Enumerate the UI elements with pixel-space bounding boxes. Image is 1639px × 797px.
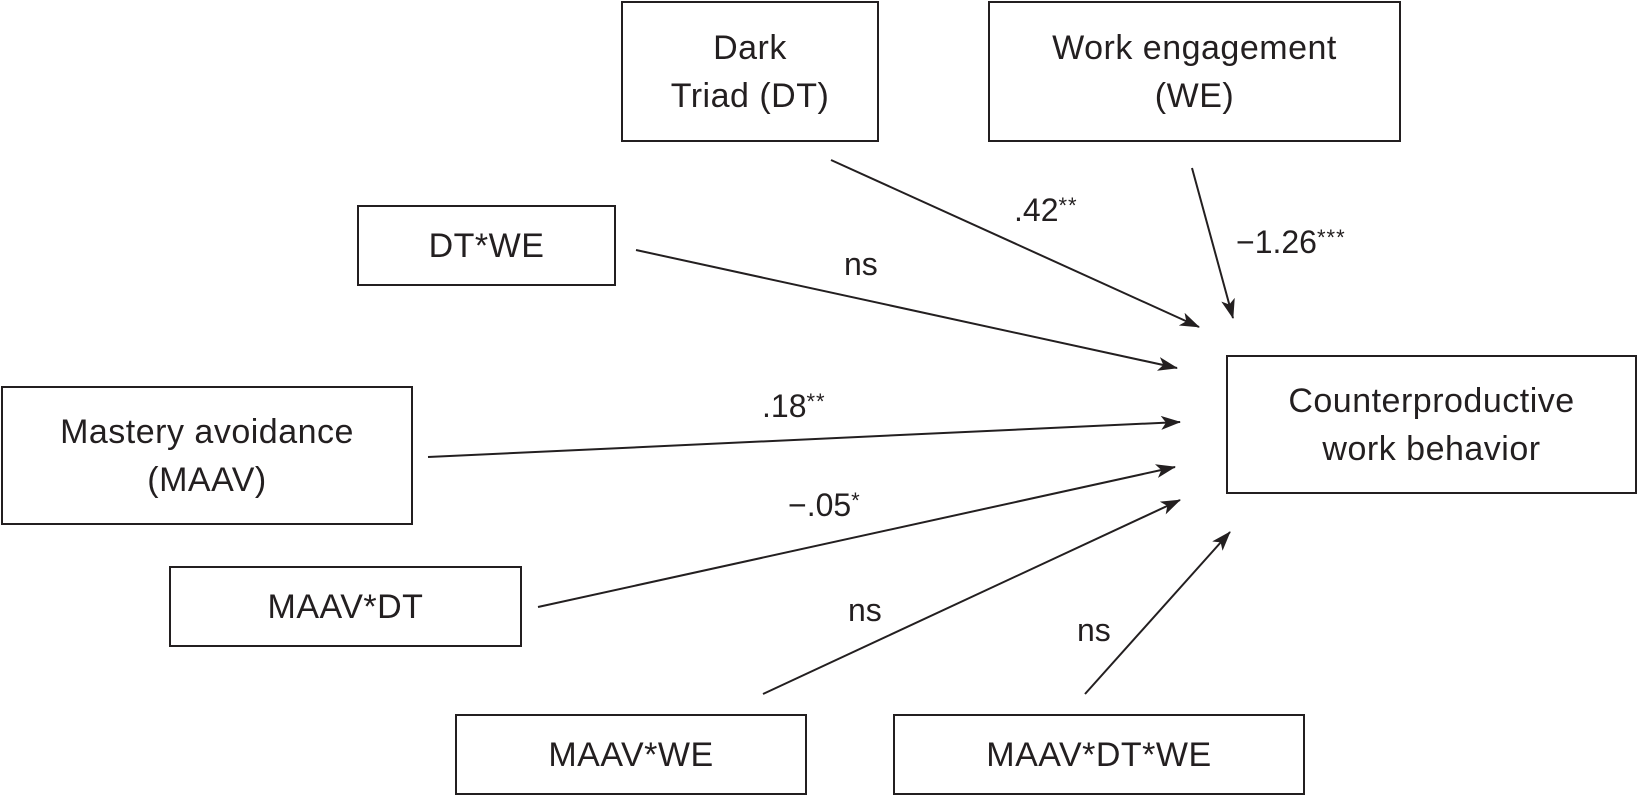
node-work-engagement-line-1: Work engagement	[1052, 28, 1337, 67]
sig-maavdt-cwb: *	[851, 488, 861, 513]
node-maav-dt-interaction: MAAV*DT	[169, 566, 522, 647]
edge-maavdt-cwb	[537, 464, 1176, 608]
coef-dtwe-cwb: ns	[844, 246, 878, 282]
node-dt-we-interaction: DT*WE	[357, 205, 616, 286]
edge-maavwe-cwb	[762, 499, 1181, 695]
node-cwb-line-1: Counterproductive	[1288, 381, 1575, 420]
sig-we-cwb: ***	[1316, 225, 1346, 250]
node-mastery-avoidance-line-2: (MAAV)	[147, 460, 267, 499]
edge-label-maavdtwe-cwb: ns	[1077, 612, 1111, 648]
edge-maav-cwb	[427, 415, 1181, 458]
node-dark-triad-line-2: Triad (DT)	[670, 76, 830, 115]
edge-label-maavdt-cwb: −.05*	[788, 487, 861, 523]
node-counterproductive-work-behavior: Counterproductive work behavior	[1226, 355, 1637, 494]
coef-maavdtwe-cwb: ns	[1077, 612, 1111, 648]
node-dt-we-interaction-label: DT*WE	[428, 226, 545, 265]
coef-maavdt-cwb: −.05	[788, 487, 852, 523]
coef-maavwe-cwb: ns	[848, 592, 882, 628]
edge-dt-cwb	[830, 159, 1200, 328]
edge-maavdtwe-cwb	[1084, 531, 1231, 695]
edge-label-dt-cwb: .42**	[1014, 192, 1078, 228]
node-dark-triad-line-1: Dark	[713, 28, 787, 67]
edge-label-maav-cwb: .18**	[762, 388, 826, 424]
sig-dt-cwb: **	[1058, 193, 1078, 218]
coef-dt-cwb: .42	[1014, 192, 1059, 228]
node-work-engagement-line-2: (WE)	[1154, 76, 1235, 115]
edge-dtwe-cwb	[635, 249, 1178, 371]
sig-maav-cwb: **	[806, 389, 826, 414]
node-maav-dt-interaction-label: MAAV*DT	[267, 587, 424, 626]
node-mastery-avoidance-line-1: Mastery avoidance	[60, 412, 354, 451]
edge-label-we-cwb: −1.26***	[1236, 224, 1346, 260]
node-maav-dt-we-interaction: MAAV*DT*WE	[893, 714, 1305, 795]
edge-label-dtwe-cwb: ns	[844, 246, 878, 282]
node-maav-we-interaction: MAAV*WE	[455, 714, 807, 795]
coef-maav-cwb: .18	[762, 388, 807, 424]
coef-we-cwb: −1.26	[1236, 224, 1317, 260]
node-maav-we-interaction-label: MAAV*WE	[548, 735, 714, 774]
node-cwb-line-2: work behavior	[1322, 429, 1541, 468]
node-maav-dt-we-interaction-label: MAAV*DT*WE	[986, 735, 1212, 774]
edge-label-maavwe-cwb: ns	[848, 592, 882, 628]
node-mastery-avoidance: Mastery avoidance (MAAV)	[1, 386, 413, 525]
edge-we-cwb	[1191, 167, 1235, 319]
node-dark-triad: Dark Triad (DT)	[621, 1, 879, 142]
node-work-engagement: Work engagement (WE)	[988, 1, 1401, 142]
